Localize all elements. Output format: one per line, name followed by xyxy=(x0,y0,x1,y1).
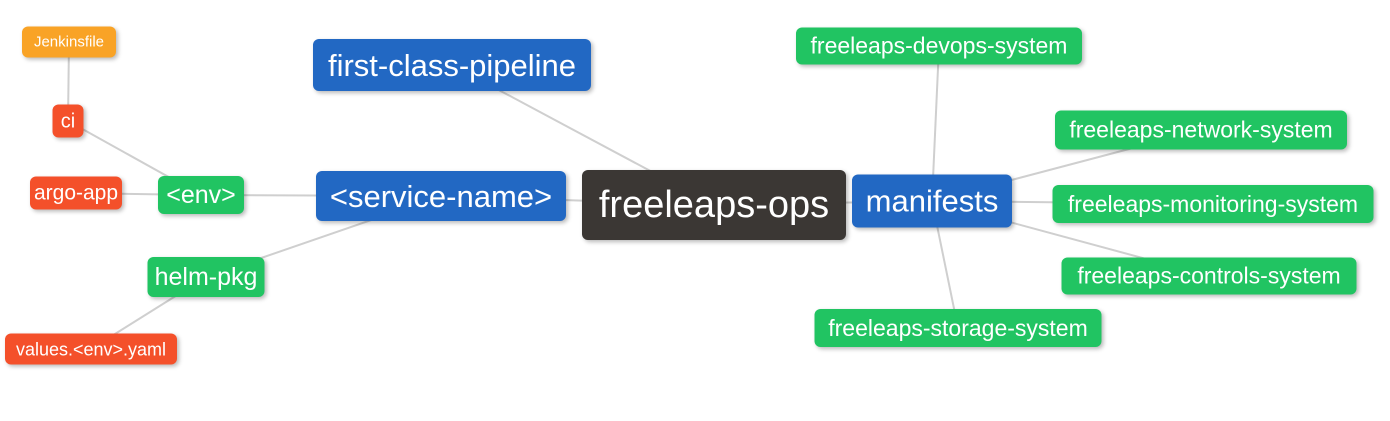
node-service-name[interactable]: <service-name> xyxy=(316,171,566,221)
node-helm-pkg[interactable]: helm-pkg xyxy=(147,257,265,297)
node-env[interactable]: <env> xyxy=(158,176,244,214)
node-freeleaps-network-system[interactable]: freeleaps-network-system xyxy=(1055,110,1347,150)
node-manifests[interactable]: manifests xyxy=(852,174,1012,228)
node-freeleaps-ops[interactable]: freeleaps-ops xyxy=(582,170,846,240)
node-freeleaps-devops-system[interactable]: freeleaps-devops-system xyxy=(796,27,1082,65)
node-freeleaps-storage-system[interactable]: freeleaps-storage-system xyxy=(814,309,1102,347)
node-jenkinsfile[interactable]: Jenkinsfile xyxy=(22,26,116,58)
node-first-class-pipeline[interactable]: first-class-pipeline xyxy=(313,39,591,91)
node-freeleaps-controls-system[interactable]: freeleaps-controls-system xyxy=(1061,257,1357,295)
node-ci[interactable]: ci xyxy=(52,104,84,138)
node-values-env-yaml[interactable]: values.<env>.yaml xyxy=(5,333,177,365)
node-argo-app[interactable]: argo-app xyxy=(30,176,122,210)
node-freeleaps-monitoring-system[interactable]: freeleaps-monitoring-system xyxy=(1052,185,1374,223)
